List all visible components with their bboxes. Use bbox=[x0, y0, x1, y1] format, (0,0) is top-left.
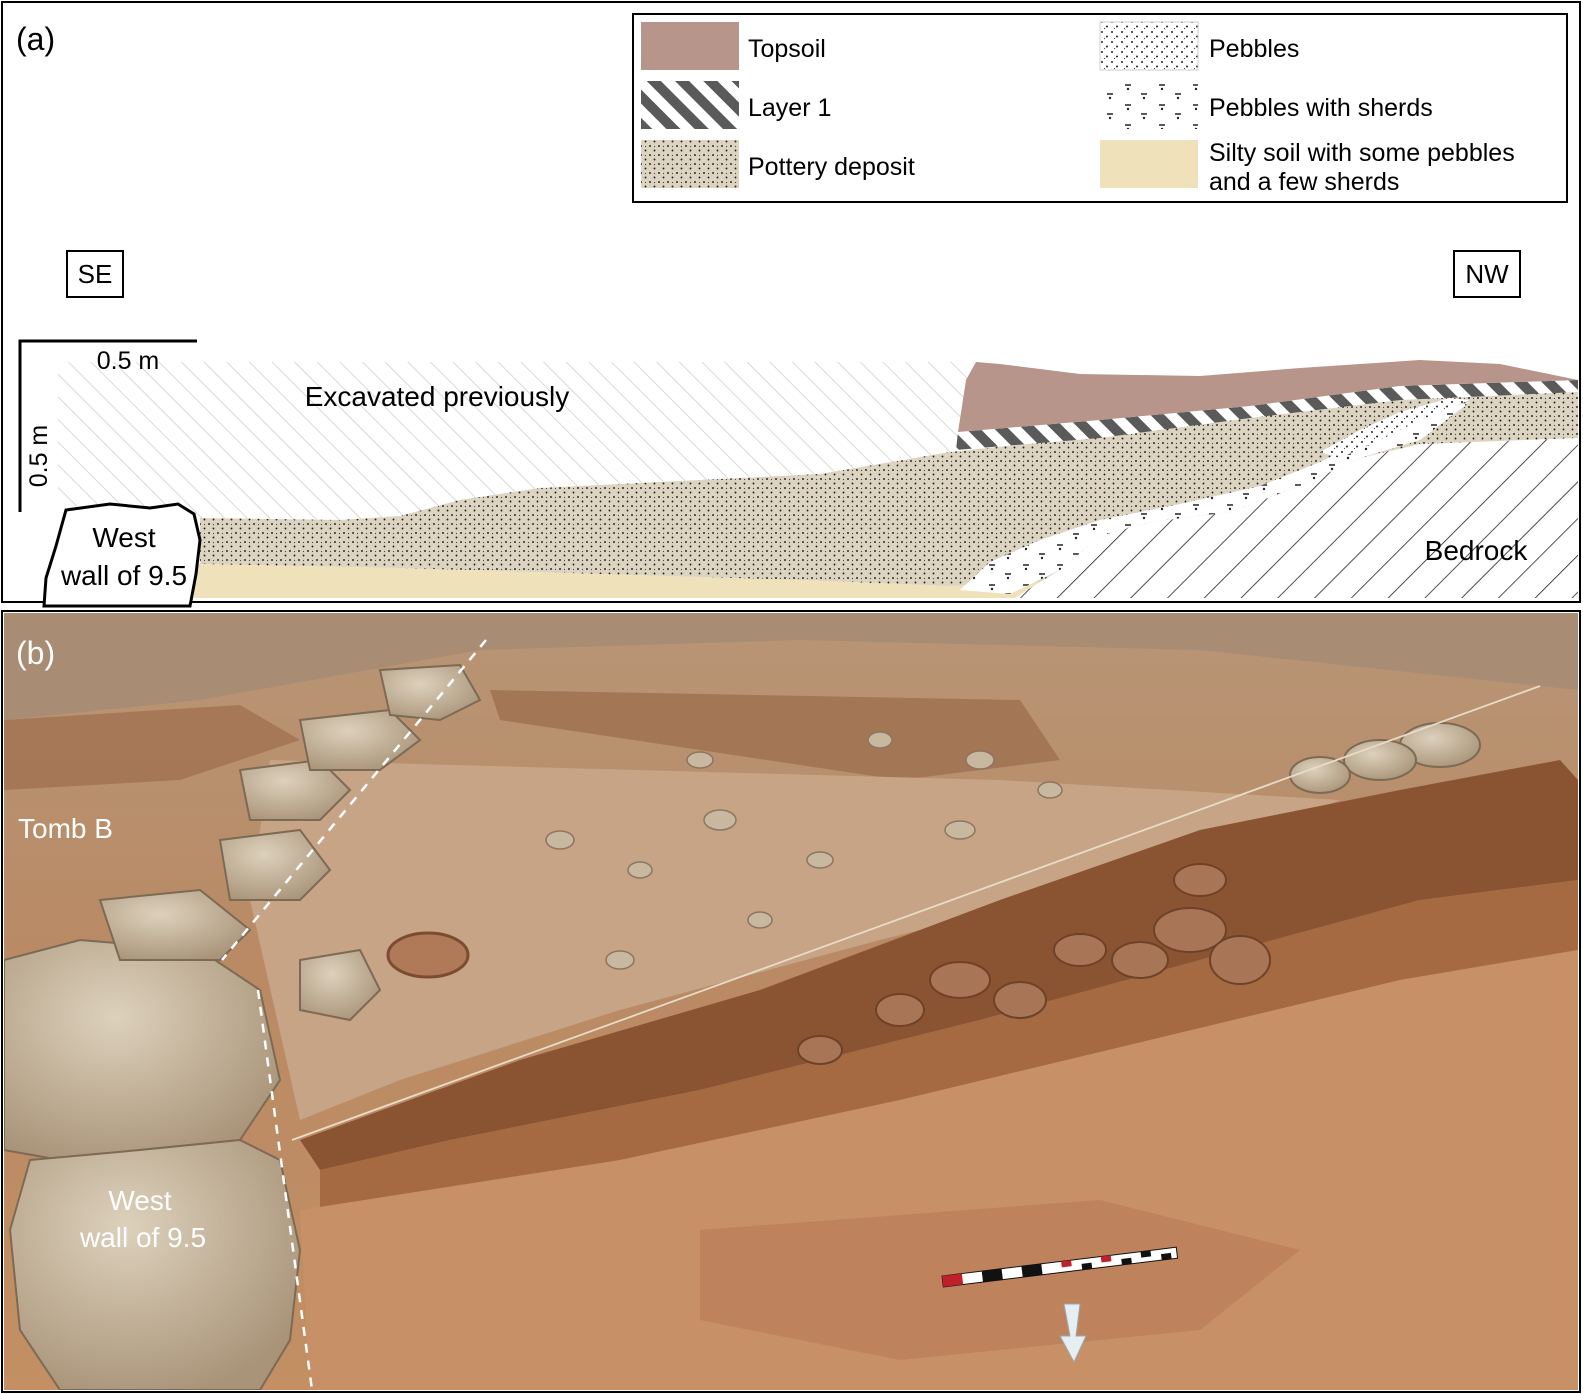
photo-west-wall-label-line1: West bbox=[108, 1185, 171, 1216]
legend-swatch-pebbles bbox=[1099, 21, 1199, 71]
direction-nw: NW bbox=[1465, 259, 1509, 289]
legend-swatch-topsoil bbox=[641, 22, 739, 70]
legend-label-silty-line2: and a few sherds bbox=[1209, 168, 1399, 196]
west-wall-stone bbox=[42, 502, 202, 608]
legend: Topsoil Layer 1 Pottery deposit Pebbles … bbox=[632, 13, 1568, 203]
west-wall-label-line1: West bbox=[92, 522, 155, 553]
bedrock-layer bbox=[1010, 438, 1578, 598]
photo-west-wall-label-line2: wall of 9.5 bbox=[79, 1222, 206, 1253]
excavation-photo bbox=[4, 613, 1578, 1390]
silty-soil-layer bbox=[194, 564, 1040, 598]
legend-swatch-pottery bbox=[641, 140, 739, 188]
panel-b-label: (b) bbox=[16, 635, 55, 671]
topsoil-layer bbox=[958, 360, 1578, 432]
scale-horizontal-label: 0.5 m bbox=[97, 347, 160, 375]
section-drawing bbox=[42, 360, 1578, 608]
panel-a: (a) Topsoil Layer 1 Pottery deposit Pebb… bbox=[1, 1, 1581, 608]
legend-label-layer1: Layer 1 bbox=[748, 94, 831, 122]
tomb-b-label: Tomb B bbox=[18, 813, 113, 844]
west-wall-label-line2: wall of 9.5 bbox=[60, 560, 187, 591]
legend-label-topsoil: Topsoil bbox=[748, 35, 826, 63]
excavated-previously-area bbox=[58, 362, 974, 520]
scale-bar-icon bbox=[941, 1246, 1179, 1288]
pottery-deposit-layer bbox=[200, 388, 1578, 586]
scale-vertical-label: 0.5 m bbox=[25, 425, 53, 488]
direction-box-nw bbox=[1453, 250, 1521, 298]
legend-label-pebbles: Pebbles bbox=[1209, 35, 1299, 63]
bedrock-label: Bedrock bbox=[1425, 535, 1529, 566]
pebbles-layer bbox=[1320, 398, 1470, 458]
pebbles-with-sherds-layer bbox=[960, 402, 1470, 594]
legend-swatch-silty bbox=[1100, 140, 1198, 188]
legend-label-sherds: Pebbles with sherds bbox=[1209, 94, 1433, 122]
legend-label-silty: Silty soil with some pebbles bbox=[1209, 139, 1515, 167]
north-arrow-icon bbox=[1059, 1303, 1087, 1364]
legend-label-pottery: Pottery deposit bbox=[748, 153, 915, 181]
panel-a-label: (a) bbox=[16, 21, 55, 57]
direction-box-se bbox=[66, 250, 124, 298]
direction-se: SE bbox=[78, 259, 113, 289]
layer-1 bbox=[956, 380, 1578, 450]
scale-bar: 0.5 m 0.5 m bbox=[18, 339, 197, 512]
legend-swatch-sherds bbox=[1100, 81, 1198, 129]
panel-b: (b) Tomb B West wall of 9.5 bbox=[1, 610, 1581, 1393]
excavated-label: Excavated previously bbox=[305, 381, 570, 412]
legend-swatch-layer1 bbox=[641, 81, 739, 129]
